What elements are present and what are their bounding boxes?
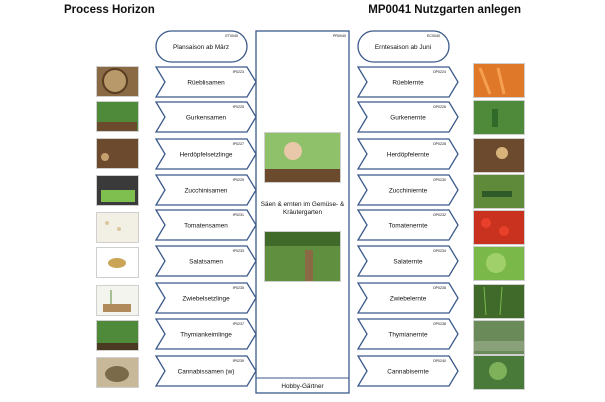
- output-label: Zwiebelernte: [390, 295, 427, 302]
- start-event[interactable]: [155, 30, 248, 63]
- seed-bowl-photo: [96, 66, 139, 97]
- garden-beds-photo: [264, 231, 341, 282]
- output-item[interactable]: [356, 66, 459, 98]
- potato-harvest-photo: [473, 138, 525, 173]
- process-box[interactable]: [255, 30, 350, 394]
- input-label: Cannabissamen (w): [178, 368, 235, 375]
- input-item[interactable]: [154, 101, 257, 133]
- input-label: Thymiankeimlinge: [180, 331, 232, 338]
- input-id: IP0235: [233, 286, 244, 290]
- input-label: Herdöpfelsetzlinge: [180, 151, 233, 158]
- output-item[interactable]: [356, 355, 459, 387]
- tomato-harvest-photo: [473, 210, 525, 245]
- output-item[interactable]: [356, 101, 459, 133]
- output-label: Tomatenernte: [388, 222, 428, 229]
- output-id: OP0238: [433, 322, 446, 326]
- cucumber-seedling-photo: [96, 101, 139, 132]
- lettuce-seeds-photo: [96, 247, 139, 278]
- potato-soil-photo: [96, 138, 139, 169]
- process-label: Säen & ernten im Gemüse- &: [261, 201, 345, 208]
- input-label: Tomatensamen: [184, 222, 228, 229]
- output-label: Thymianernte: [388, 331, 428, 338]
- tomato-seeds-photo: [96, 212, 139, 243]
- output-label: Rüeblernte: [392, 79, 424, 86]
- onion-sets-photo: [96, 285, 139, 316]
- output-item[interactable]: [356, 245, 459, 277]
- input-id: IP0239: [233, 359, 244, 363]
- cucumber-harvest-photo: [473, 100, 525, 135]
- output-id: OP0228: [433, 142, 446, 146]
- output-id: OP0224: [433, 70, 446, 74]
- input-item[interactable]: [154, 138, 257, 170]
- output-item[interactable]: [356, 138, 459, 170]
- input-id: IP0231: [233, 213, 244, 217]
- input-item[interactable]: [154, 209, 257, 241]
- output-label: Gurkenernte: [390, 114, 426, 121]
- input-item[interactable]: [154, 174, 257, 206]
- output-item[interactable]: [356, 209, 459, 241]
- input-id: IP0233: [233, 249, 244, 253]
- title-process-horizon: Process Horizon: [64, 4, 155, 16]
- output-label: Herdöpfelernte: [387, 151, 430, 158]
- output-id: OP0240: [433, 359, 446, 363]
- input-id: IP0225: [233, 105, 244, 109]
- input-id: IP0237: [233, 322, 244, 326]
- output-id: OP0234: [433, 249, 446, 253]
- output-item[interactable]: [356, 282, 459, 314]
- lettuce-harvest-photo: [473, 246, 525, 281]
- input-item[interactable]: [154, 66, 257, 98]
- end-event-id: EC0040: [427, 34, 440, 38]
- input-label: Salatsamen: [189, 258, 223, 265]
- process-id: PR0040: [333, 34, 346, 38]
- end-event[interactable]: [357, 30, 450, 63]
- output-id: OP0226: [433, 105, 446, 109]
- input-id: IP0229: [233, 178, 244, 182]
- start-event-label: Plansaison ab März: [173, 44, 229, 51]
- output-item[interactable]: [356, 174, 459, 206]
- input-label: Rüeblisamen: [187, 79, 225, 86]
- thyme-seedlings-photo: [96, 320, 139, 351]
- seed-tray-photo: [96, 175, 139, 206]
- input-item[interactable]: [154, 282, 257, 314]
- onion-harvest-photo: [473, 284, 525, 319]
- start-event-id: ET0040: [225, 34, 238, 38]
- input-item[interactable]: [154, 245, 257, 277]
- process-label: Kräutergarten: [283, 209, 323, 216]
- output-label: Cannabisernte: [387, 368, 429, 375]
- cannabis-harvest-photo: [473, 355, 525, 390]
- child-gardening-photo: [264, 132, 341, 183]
- input-id: IP0227: [233, 142, 244, 146]
- end-event-label: Erntesaison ab Juni: [375, 44, 431, 51]
- process-role: Hobby-Gärtner: [281, 383, 324, 390]
- zucchini-harvest-photo: [473, 174, 525, 209]
- input-item[interactable]: [154, 355, 257, 387]
- thyme-harvest-photo: [473, 320, 525, 355]
- input-id: IP0223: [233, 70, 244, 74]
- input-item[interactable]: [154, 318, 257, 350]
- input-label: Gurkensamen: [186, 114, 227, 121]
- output-id: OP0236: [433, 286, 446, 290]
- title-process-name: MP0041 Nutzgarten anlegen: [368, 4, 521, 16]
- input-label: Zwiebelsetzlinge: [182, 295, 230, 302]
- output-id: OP0232: [433, 213, 446, 217]
- output-label: Zucchiniernte: [389, 187, 428, 194]
- output-id: OP0230: [433, 178, 446, 182]
- cannabis-seeds-photo: [96, 357, 139, 388]
- output-label: Salaternte: [393, 258, 423, 265]
- input-label: Zucchinisamen: [185, 187, 228, 194]
- carrot-harvest-photo: [473, 63, 525, 98]
- output-item[interactable]: [356, 318, 459, 350]
